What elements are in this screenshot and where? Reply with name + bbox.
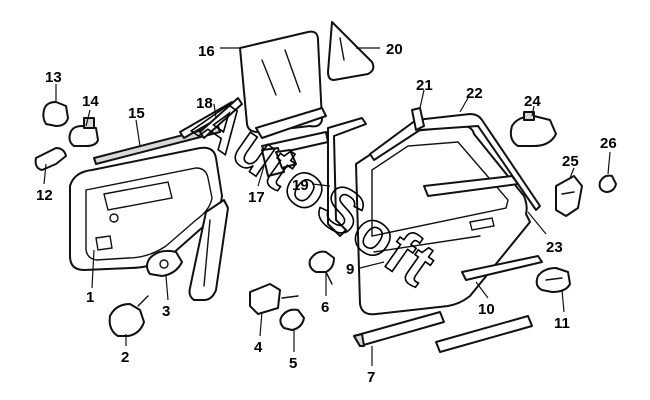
callout-9: 9: [346, 261, 354, 278]
callout-1: 1: [86, 289, 94, 306]
callout-7: 7: [367, 369, 375, 386]
part-22-frame-seal: [369, 113, 541, 211]
callout-12: 12: [36, 187, 53, 204]
part-20-quarter-glass: [327, 21, 375, 81]
part-11-outer-handle: [535, 267, 571, 293]
callout-6: 6: [321, 299, 329, 316]
callout-4: 4: [254, 339, 263, 356]
part-26-striker: [598, 174, 617, 193]
callout-14: 14: [82, 93, 99, 110]
callout-25: 25: [562, 153, 579, 170]
part-25-latch-assembly: [555, 175, 583, 217]
callout-23: 23: [546, 239, 563, 256]
callout-3: 3: [162, 303, 170, 320]
callout-17: 17: [248, 189, 265, 206]
part-3-window-regulator: [146, 199, 229, 301]
callout-2: 2: [121, 349, 129, 366]
part-5-latch: [279, 308, 305, 331]
callout-10: 10: [478, 301, 495, 318]
part-7-sill-strip: [353, 311, 533, 353]
part-16-door-glass: [239, 30, 323, 133]
part-12-inner-handle: [34, 147, 67, 171]
part-24-lamp-assembly: [509, 111, 557, 147]
part-4-lock-housing: [249, 283, 299, 315]
callout-13: 13: [45, 69, 62, 86]
callout-19: 19: [292, 177, 309, 194]
part-19-division-bar: [327, 117, 367, 237]
part-17-glass-guide: [255, 107, 329, 177]
callout-26: 26: [600, 135, 617, 152]
callout-11: 11: [554, 315, 570, 332]
leader-lines: [43, 47, 611, 366]
callout-24: 24: [524, 93, 541, 110]
callout-numbers: 1 2 3 4 5 6 7 9 10 11 12 13 14 15 16 17 …: [36, 41, 617, 386]
part-2-lock: [108, 295, 149, 337]
part-13-escutcheon: [42, 101, 69, 127]
callout-15: 15: [128, 105, 145, 122]
part-6-check-link: [308, 250, 335, 285]
callout-5: 5: [289, 355, 297, 372]
callout-16: 16: [198, 43, 215, 60]
part-21-clip: [411, 107, 425, 131]
callout-20: 20: [386, 41, 403, 58]
part-10-side-moulding: [461, 255, 543, 281]
callout-22: 22: [466, 85, 483, 102]
callout-18: 18: [196, 95, 213, 112]
callout-21: 21: [416, 77, 433, 94]
part-23-belt-moulding: [423, 175, 519, 197]
part-14-switch-bezel: [68, 117, 99, 147]
